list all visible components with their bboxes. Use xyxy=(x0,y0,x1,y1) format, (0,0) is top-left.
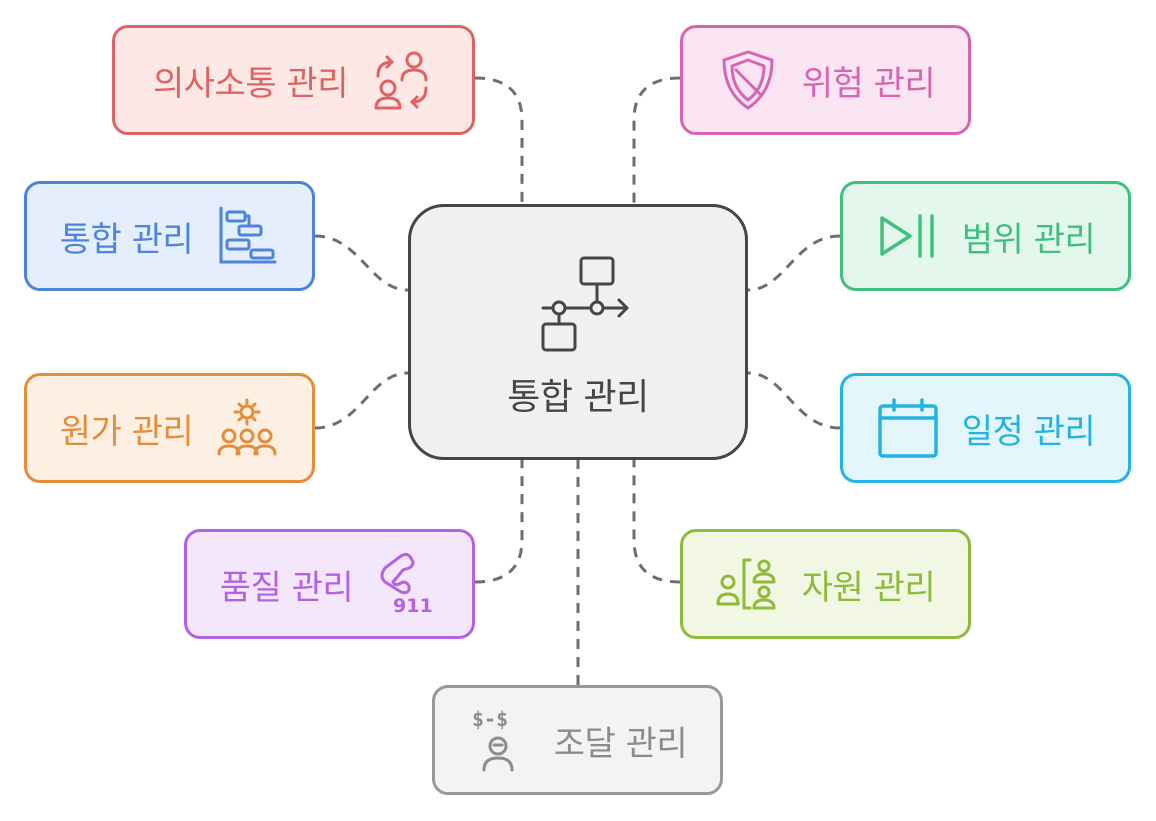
risk-label: 위험 관리 xyxy=(801,63,936,104)
communication-management-node[interactable]: 의사소통 관리 xyxy=(112,25,475,135)
connector-quality xyxy=(474,460,524,584)
person-dollar-icon: $-$ xyxy=(468,708,532,772)
communication-label: 의사소통 관리 xyxy=(153,63,349,104)
team-gear-icon xyxy=(215,396,279,460)
play-pause-icon xyxy=(876,204,940,268)
scope-management-node[interactable]: 범위 관리 xyxy=(840,181,1131,291)
integration-label: 통합 관리 xyxy=(59,219,194,260)
risk-management-node[interactable]: 위험 관리 xyxy=(680,25,971,135)
connector-cost xyxy=(314,371,409,430)
cost-management-node[interactable]: 원가 관리 xyxy=(24,373,315,483)
scope-label: 범위 관리 xyxy=(961,219,1096,260)
connector-communication xyxy=(474,76,524,204)
procurement-label: 조달 관리 xyxy=(553,723,688,764)
connector-resource xyxy=(632,460,681,584)
procurement-management-node[interactable]: $-$ 조달 관리 xyxy=(432,685,723,795)
connector-schedule xyxy=(747,371,841,430)
resource-management-node[interactable]: 자원 관리 xyxy=(680,529,971,639)
resource-label: 자원 관리 xyxy=(801,567,936,608)
calendar-icon xyxy=(876,396,940,460)
center-label: 통합 관리 xyxy=(507,377,649,418)
center-node[interactable]: 통합 관리 xyxy=(408,204,748,460)
schedule-management-node[interactable]: 일정 관리 xyxy=(840,373,1131,483)
quality-label: 품질 관리 xyxy=(219,567,354,608)
connector-integration xyxy=(314,234,409,292)
cost-label: 원가 관리 xyxy=(59,411,194,452)
connector-scope xyxy=(747,234,841,292)
integration-management-node[interactable]: 통합 관리 xyxy=(24,181,315,291)
gantt-chart-icon xyxy=(215,204,279,268)
quality-management-node[interactable]: 품질 관리 911 xyxy=(184,529,475,639)
people-exchange-icon xyxy=(370,48,434,112)
shield-slash-icon xyxy=(716,48,780,112)
process-flow-icon xyxy=(523,244,633,354)
icon-911-text: 911 xyxy=(393,595,433,616)
icon-dollar-text: $-$ xyxy=(472,708,508,731)
people-bracket-icon xyxy=(716,552,780,616)
connector-risk xyxy=(632,76,681,204)
schedule-label: 일정 관리 xyxy=(961,411,1096,452)
phone-911-icon: 911 xyxy=(375,552,439,616)
